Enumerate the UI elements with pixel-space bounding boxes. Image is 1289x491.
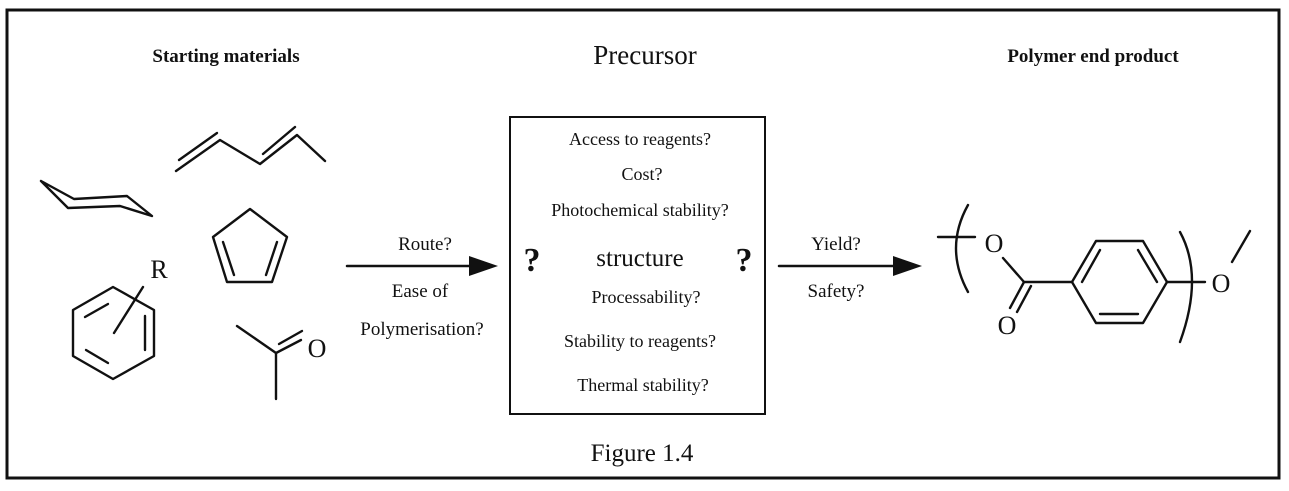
acetone-icon xyxy=(235,324,304,401)
polymer-structure-icon xyxy=(936,203,1252,344)
route-arrow xyxy=(345,256,498,276)
pentadiene-icon xyxy=(174,125,327,173)
cost-text: Cost? xyxy=(621,164,662,184)
safety-label: Safety? xyxy=(808,281,865,302)
yield-label: Yield? xyxy=(811,234,861,255)
starting-materials-heading: Starting materials xyxy=(152,46,299,67)
figure-border xyxy=(5,8,1281,480)
ester-oxygen-label: O xyxy=(985,229,1004,258)
substituted-benzene-icon xyxy=(71,285,156,381)
question-mark-right: ? xyxy=(736,242,753,279)
polymer-end-product-heading: Polymer end product xyxy=(1007,46,1179,67)
route-label: Route? xyxy=(398,234,452,255)
processability-text: Processability? xyxy=(592,287,701,307)
cyclopentadiene-icon xyxy=(211,207,289,284)
acetone-oxygen-label: O xyxy=(308,334,327,363)
cyclohexane-chair-icon xyxy=(39,179,154,218)
carbonyl-oxygen-label: O xyxy=(998,311,1017,340)
question-mark-left: ? xyxy=(524,242,541,279)
precursor-box xyxy=(509,116,766,415)
precursor-heading: Precursor xyxy=(593,40,696,70)
photochemical-stability-text: Photochemical stability? xyxy=(551,200,728,220)
access-to-reagents-text: Access to reagents? xyxy=(569,129,711,149)
substituent-r-label: R xyxy=(150,255,168,284)
thermal-stability-text: Thermal stability? xyxy=(577,375,708,395)
stability-to-reagents-text: Stability to reagents? xyxy=(564,331,716,351)
end-oxygen-label: O xyxy=(1212,269,1231,298)
figure-caption: Figure 1.4 xyxy=(591,440,694,467)
structure-text: structure xyxy=(596,245,683,272)
ease-of-label: Ease of xyxy=(392,281,449,302)
yield-arrow xyxy=(777,256,922,276)
polymerisation-label: Polymerisation? xyxy=(360,319,483,340)
